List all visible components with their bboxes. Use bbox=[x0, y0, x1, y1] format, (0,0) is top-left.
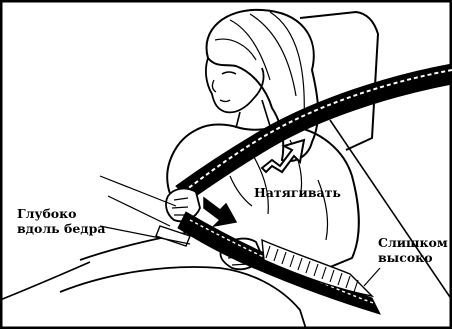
high-pointer-line bbox=[364, 268, 380, 286]
mouth bbox=[220, 100, 230, 102]
too-high-label: Слишком высоко bbox=[378, 235, 448, 265]
seat-lines bbox=[100, 176, 176, 226]
low-on-hips-label: Глубоко вдоль бедра bbox=[17, 206, 105, 236]
pull-down-arrow bbox=[204, 198, 236, 226]
low-on-hips-line2: вдоль бедра bbox=[17, 221, 105, 236]
low-on-hips-line1: Глубоко bbox=[17, 206, 105, 221]
eye bbox=[222, 72, 236, 74]
seat-back bbox=[300, 12, 378, 150]
tighten-label-text: Натягивать bbox=[254, 185, 341, 200]
neck bbox=[236, 100, 270, 128]
seat-cushion bbox=[0, 262, 90, 300]
too-high-line1: Слишком bbox=[378, 235, 448, 250]
hand-left bbox=[166, 189, 200, 222]
tighten-label: Натягивать bbox=[254, 185, 341, 200]
nose bbox=[212, 80, 216, 92]
too-high-line2: высоко bbox=[378, 250, 448, 265]
